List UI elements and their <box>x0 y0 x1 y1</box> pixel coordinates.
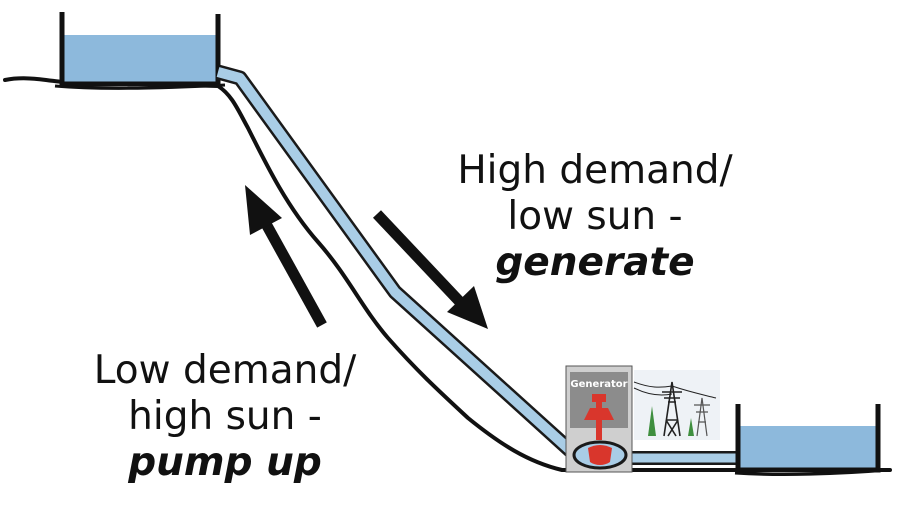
lower-reservoir-walls <box>735 404 881 473</box>
lower-reservoir <box>734 404 889 476</box>
arrow-up-left-icon <box>245 185 327 328</box>
generate-caption-line2: low sun - <box>507 194 683 239</box>
generate-caption-line1: High demand/ <box>457 148 733 193</box>
generator-station: Generator <box>565 365 633 473</box>
ground-line <box>3 76 892 472</box>
penstock-water <box>216 67 576 456</box>
upper-reservoir <box>54 12 226 90</box>
arrow-down-right-icon <box>372 210 488 329</box>
pump-caption-line2: high sun - <box>128 394 322 439</box>
turbine-runner <box>588 445 612 465</box>
lower-reservoir-base <box>734 468 889 476</box>
grid-scene <box>633 370 720 440</box>
generator-cap <box>592 394 606 402</box>
transmission-tower-icon <box>662 381 682 437</box>
transmission-tower-icon <box>694 397 710 437</box>
generate-caption-action: generate <box>495 240 695 285</box>
penstock-pipe <box>216 64 738 465</box>
upper-reservoir-base <box>54 83 226 90</box>
upper-reservoir-walls <box>59 12 221 87</box>
pump-caption-line1: Low demand/ <box>93 348 357 393</box>
generator-label: Generator <box>570 379 627 390</box>
lower-reservoir-water <box>740 426 876 468</box>
generate-caption: High demand/ low sun - generate <box>405 148 785 286</box>
pump-caption: Low demand/ high sun - pump up <box>40 348 410 486</box>
upper-reservoir-water <box>64 35 216 83</box>
tree-icon <box>688 418 694 436</box>
generator-shaft <box>596 398 602 440</box>
tree-icon <box>648 406 656 436</box>
pump-caption-action: pump up <box>128 440 322 485</box>
